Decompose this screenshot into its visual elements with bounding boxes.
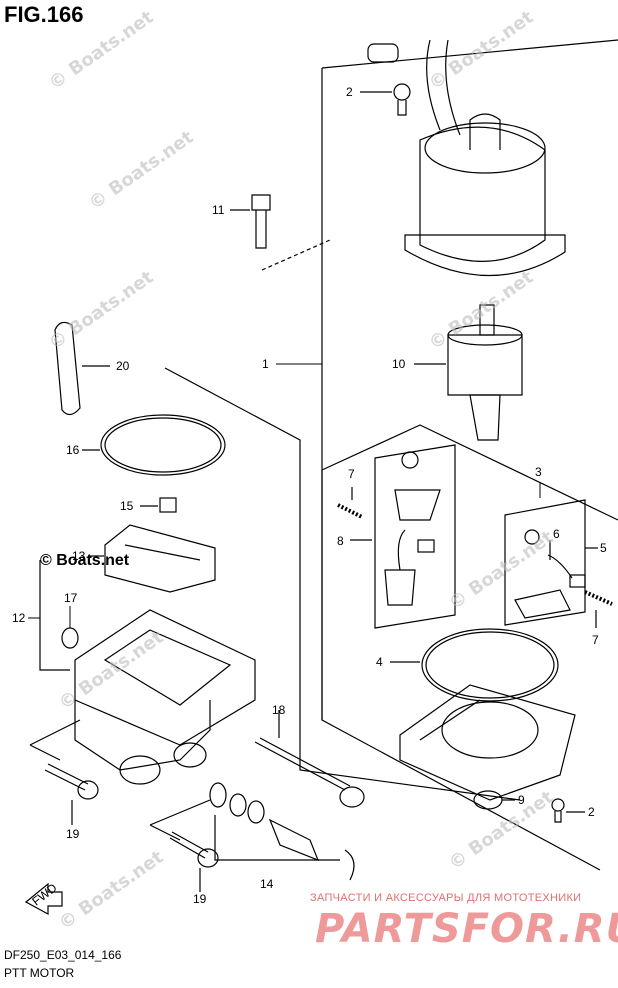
diagram-code: DF250_E03_014_166 [4,948,122,962]
callout-17: 17 [64,591,78,605]
pump-body [74,609,256,785]
callout-15: 15 [120,499,134,513]
callout-20: 20 [116,359,130,373]
callout-19b: 19 [193,892,207,906]
callout-2a: 2 [346,85,353,99]
part-19-bolt-b [169,831,219,892]
motor-housing [367,39,566,277]
callout-16: 16 [66,443,80,457]
diagram-name: PTT MOTOR [4,966,75,980]
shop-logo: PARTSFOR.RU [315,906,618,952]
part-16-o-ring [100,414,226,476]
callout-7b: 7 [592,633,599,647]
assembly-bracket-1 [321,39,618,871]
callout-1: 1 [262,357,269,371]
callout-10: 10 [392,357,406,371]
part-9-grommet [473,790,503,810]
part-2-screw-top [360,83,411,116]
part-8-brush-holder [350,444,456,629]
callout-12: 12 [12,611,26,625]
callout-14: 14 [260,877,274,891]
part-13-plate [88,524,216,593]
callout-19a: 19 [66,827,80,841]
part-15-fitting [140,497,177,513]
callout-13: 13 [72,549,86,563]
callout-2b: 2 [588,805,595,819]
callout-18: 18 [272,703,286,717]
part-7-spring-a [337,487,363,519]
part-18-bolt [254,710,365,808]
fwd-arrow-icon [24,882,63,916]
part-14-valve [209,782,355,881]
assembly-bracket-12 [39,560,70,671]
callout-9: 9 [518,793,525,807]
part-4-o-ring [421,628,559,702]
part-5-brush-holder [504,499,598,626]
callout-8: 8 [337,534,344,548]
watermark-brand: © Boats.net [40,552,130,569]
figure-title: FIG.166 [4,2,84,27]
assembly-bracket-3 [321,424,618,720]
fwd-label: FWD [29,880,59,908]
part-19-bolt-a [44,763,99,825]
part-20-band [54,321,110,416]
part-17-o-ring [61,627,79,649]
callout-11: 11 [212,203,225,217]
callout-5: 5 [600,541,607,555]
part-10-armature [414,304,523,441]
callout-6: 6 [553,527,560,541]
part-2-screw-bottom [551,798,585,823]
part-7-spring-b [584,590,613,628]
part-11-bolt [230,194,271,249]
motor-base-plate [399,684,576,801]
shop-tagline: ЗАПЧАСТИ И АКСЕССУАРЫ ДЛЯ МОТОТЕХНИКИ [310,892,582,904]
callout-4: 4 [376,655,383,669]
callout-3: 3 [535,465,542,479]
callout-7a: 7 [348,467,355,481]
